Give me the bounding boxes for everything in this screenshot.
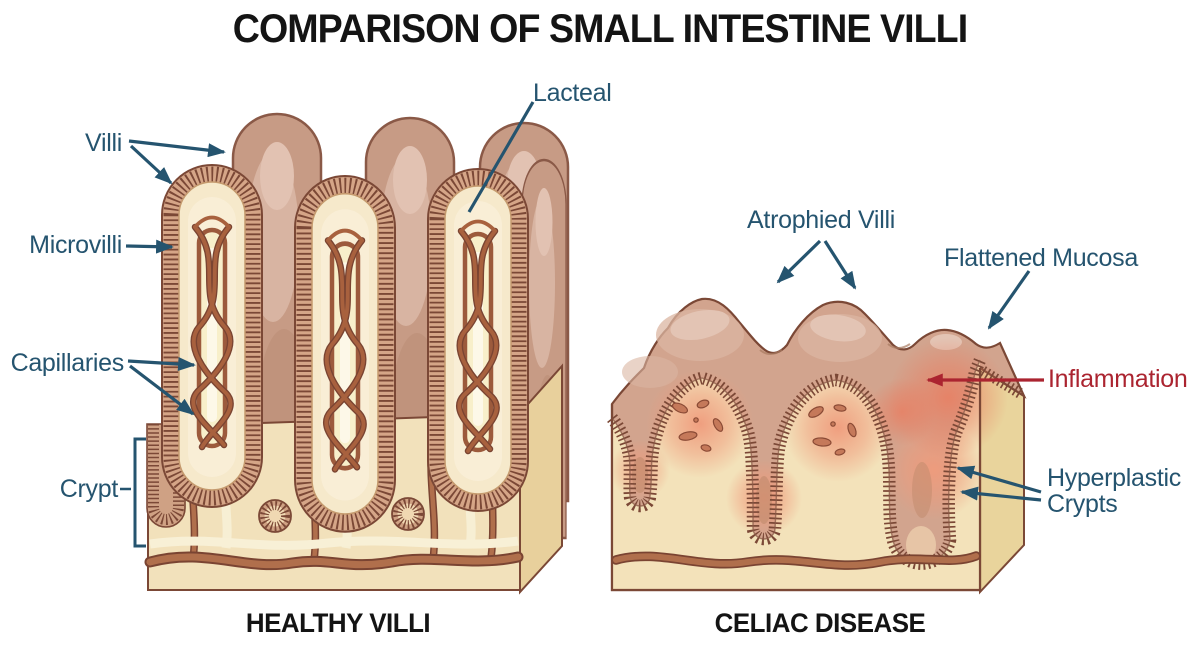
page-title: COMPARISON OF SMALL INTESTINE VILLI — [232, 7, 968, 51]
healthy-villi-illustration — [144, 112, 570, 595]
caption-healthy-villi: HEALTHY VILLI — [245, 608, 431, 638]
label-atrophied-villi: Atrophied Villi — [747, 206, 895, 234]
microvilli-arrow — [125, 239, 174, 254]
label-microvilli: Microvilli — [29, 231, 122, 259]
label-villi: Villi — [85, 129, 122, 157]
label-inflammation: Inflammation — [1048, 365, 1188, 393]
main-blood-vessel — [144, 551, 524, 571]
flattened-mucosa-arrow — [987, 270, 1031, 330]
crypt-opening — [259, 500, 291, 532]
atrophied-villi-arrow-1 — [776, 239, 822, 284]
label-crypt: Crypt — [59, 475, 119, 503]
hyperplastic-crypts-arrow-1 — [956, 465, 1042, 494]
atrophied-villi-arrow-2 — [823, 240, 857, 290]
inflammatory-cells — [671, 399, 857, 456]
celiac-blood-vessel — [611, 551, 981, 570]
villus-cross-section — [295, 176, 395, 532]
caption-celiac-disease: CELIAC DISEASE — [714, 608, 926, 638]
villi-arrow-1 — [128, 139, 226, 158]
celiac-disease-illustration — [607, 297, 1027, 595]
label-lacteal: Lacteal — [533, 79, 612, 107]
hyperplastic-crypts-arrow-2 — [960, 486, 1042, 502]
crypt-bracket — [133, 437, 146, 548]
villus-cross-section — [428, 169, 528, 511]
label-flattened-mucosa: Flattened Mucosa — [944, 244, 1138, 272]
crypt-opening — [392, 498, 424, 530]
pointer-arrows — [120, 101, 1044, 548]
label-hyperplastic-crypts: Hyperplastic Crypts — [1047, 464, 1181, 518]
lacteal-line — [467, 101, 535, 213]
villus-cross-section — [162, 165, 262, 507]
villi-arrow-2 — [129, 144, 173, 185]
label-capillaries: Capillaries — [10, 349, 125, 377]
capillaries-arrow-2 — [129, 364, 195, 416]
capillaries-arrow-1 — [127, 357, 196, 372]
